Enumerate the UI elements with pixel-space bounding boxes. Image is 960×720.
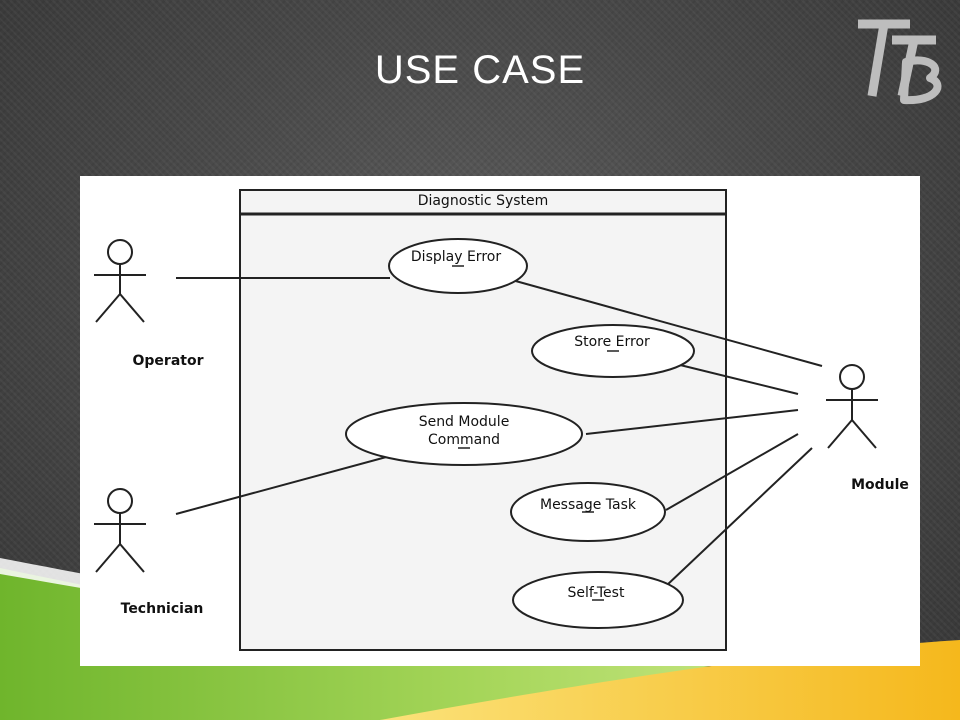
- actor-operator-icon: [94, 239, 146, 323]
- use-case-label-send-module-line1: Send Module: [419, 414, 510, 430]
- use-case-diagram: Diagnostic System Display Error Store Er…: [94, 189, 909, 651]
- use-case-label-message-task: Message Task: [540, 497, 637, 513]
- ttb-logo-icon: [858, 19, 942, 105]
- association-store-error-module: [675, 363, 799, 395]
- association-display-error-module: [511, 279, 823, 367]
- actor-technician-icon: [94, 488, 146, 573]
- use-case-label-send-module-line2: Command: [428, 432, 500, 448]
- use-case-send-module-command: [345, 402, 583, 466]
- actor-label-operator: Operator: [133, 353, 204, 369]
- actor-label-module: Module: [851, 477, 909, 493]
- association-technician-send-command: [175, 455, 391, 515]
- system-name: Diagnostic System: [418, 193, 549, 209]
- slide-title: USE CASE: [374, 48, 586, 92]
- actor-label-technician: Technician: [121, 601, 204, 617]
- use-case-label-store-error: Store Error: [574, 334, 650, 350]
- use-case-label-display-error: Display Error: [411, 249, 501, 265]
- use-case-diagram-panel: Diagnostic System Display Error Store Er…: [80, 176, 920, 666]
- actor-module-icon: [826, 364, 878, 449]
- association-send-command-module: [585, 409, 799, 435]
- association-message-task-module: [665, 433, 799, 511]
- association-self-test-module: [665, 447, 813, 587]
- use-case-label-self-test: Self-Test: [568, 585, 625, 601]
